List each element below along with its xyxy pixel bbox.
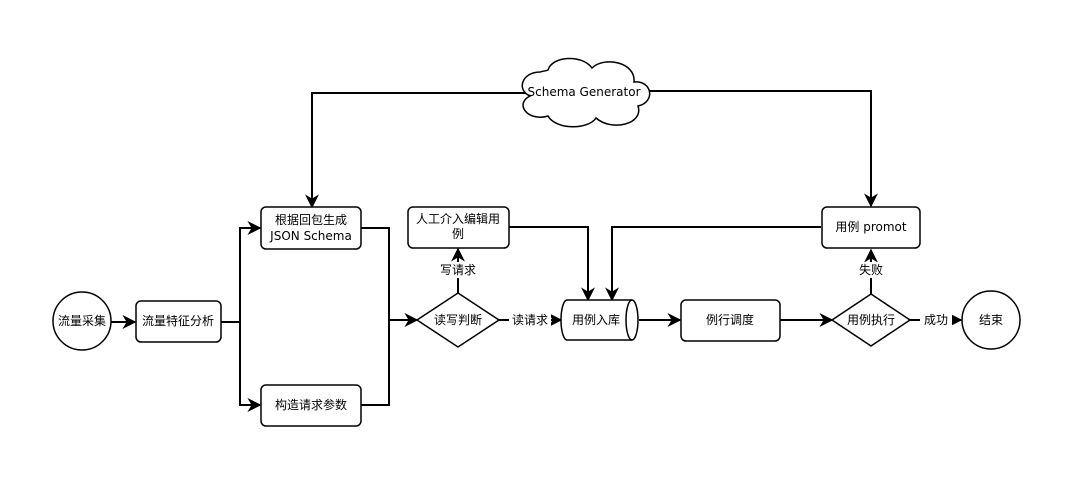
node-traffic-analysis-label: 流量特征分析 [142,313,214,328]
edge-manual-to-store [509,226,595,302]
edge-analysis-to-schema [221,221,262,323]
edge-cloud-to-schema [305,92,526,209]
node-end-label: 结束 [979,313,1003,327]
node-case-store-label: 用例入库 [572,312,620,327]
edge-label-write-request: 写请求 [440,263,476,277]
node-end[interactable]: 结束 [961,290,1021,350]
node-schema-gen-label-line2: JSON Schema [269,229,352,243]
node-schema-gen-label-line1: 根据回包生成 [275,213,347,227]
edge-analysis-to-params [239,322,262,412]
edge-params-to-judge [361,320,390,406]
edge-label-read-request: 读请求 [512,313,548,327]
node-schema-gen[interactable]: 根据回包生成 JSON Schema [260,206,362,250]
node-traffic-analysis[interactable]: 流量特征分析 [135,300,222,343]
node-schema-generator-cloud[interactable]: Schema Generator [521,57,651,128]
edges [111,90,963,412]
edge-label-bg [920,312,952,328]
edge-label-bg [509,312,551,328]
edge-label-bg [854,262,888,278]
edge-label-success: 成功 [924,313,948,327]
node-scheduler[interactable]: 例行调度 [680,299,781,342]
node-case-exec-label: 用例执行 [847,313,895,327]
node-manual-edit-label-line2: 例 [452,227,464,241]
node-build-params[interactable]: 构造请求参数 [260,384,362,427]
node-manual-edit-label-line1: 人工介入编辑用 [416,211,500,226]
node-case-prompt-label: 用例 promot [835,220,906,234]
node-build-params-label: 构造请求参数 [275,397,347,412]
edge-label-bg [438,262,478,278]
node-case-store[interactable]: 用例入库 [560,299,639,341]
node-rw-judge[interactable]: 读写判断 [415,292,501,348]
node-case-prompt[interactable]: 用例 promot [821,206,921,249]
edge-label-fail: 失败 [859,262,883,277]
edge-cloud-to-prompt [648,90,878,208]
node-manual-edit[interactable]: 人工介入编辑用 例 [407,206,510,249]
node-traffic-collect[interactable]: 流量采集 [52,291,112,351]
node-rw-judge-label: 读写判断 [434,312,482,327]
node-traffic-collect-label: 流量采集 [58,313,106,328]
edge-prompt-to-store [605,226,821,302]
node-schema-generator-label: Schema Generator [528,85,641,99]
node-scheduler-label: 例行调度 [706,312,754,327]
node-case-exec[interactable]: 用例执行 [830,293,912,347]
edge-schema-to-judge [361,227,419,327]
